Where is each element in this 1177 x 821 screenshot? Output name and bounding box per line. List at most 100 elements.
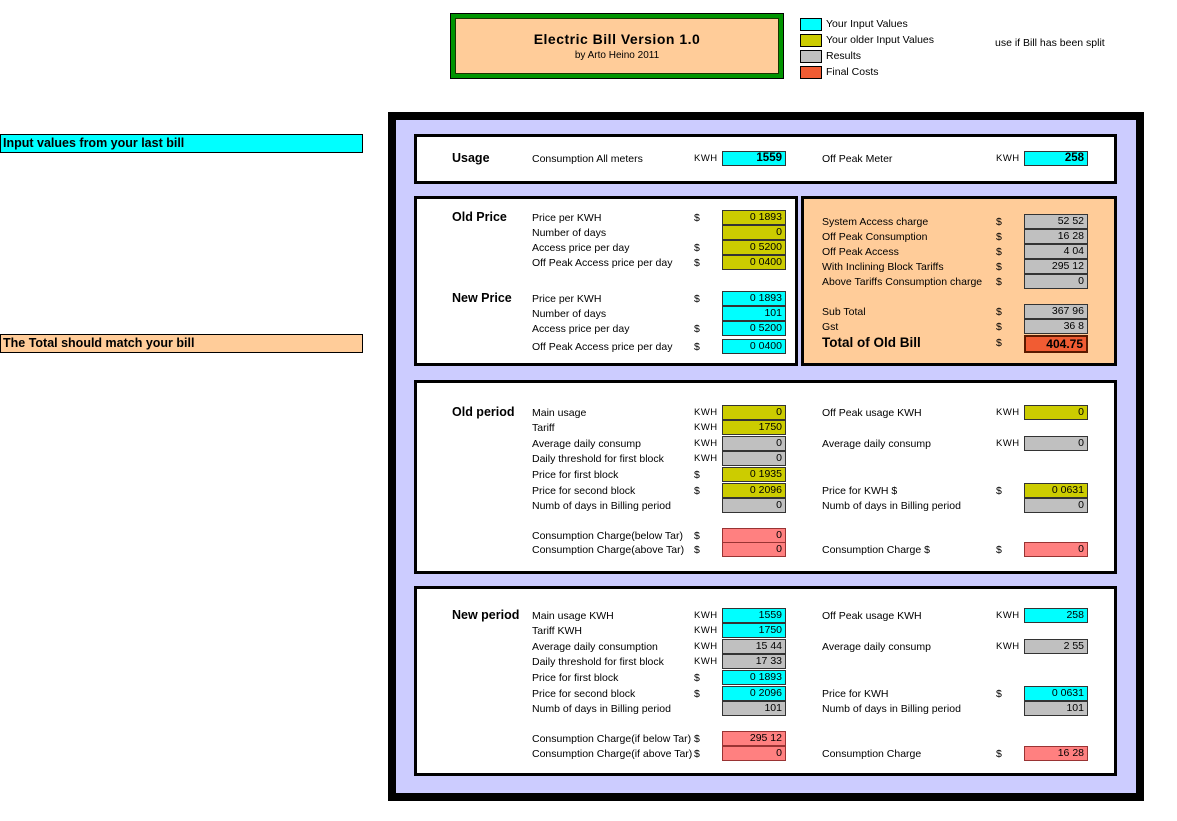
legend-item-input: Your Input Values xyxy=(800,16,934,32)
row-unit: KWH xyxy=(694,656,718,667)
new-access-price-cell[interactable]: 0 5200 xyxy=(722,321,786,336)
old-offpeak-access-price-cell[interactable]: 0 0400 xyxy=(722,255,786,270)
row-label: Number of days xyxy=(532,308,607,320)
old-price-header: Old Price xyxy=(452,210,507,224)
row-unit: $ xyxy=(694,341,700,353)
row-label: Numb of days in Billing period xyxy=(822,500,961,512)
total-old-bill-cell: 404.75 xyxy=(1024,335,1088,353)
off-peak-access-cell: 4 04 xyxy=(1024,244,1088,259)
row-unit: KWH xyxy=(996,641,1020,652)
input-values-hint: Input values from your last bill xyxy=(0,134,363,153)
row-label: With Inclining Block Tariffs xyxy=(822,261,944,273)
row-unit: KWH xyxy=(694,453,718,464)
row-label: Average daily consump xyxy=(532,438,641,450)
old-period-header: Old period xyxy=(452,405,515,419)
total-match-hint: The Total should match your bill xyxy=(0,334,363,353)
new-offpeak-avg-daily-cell: 2 55 xyxy=(1024,639,1088,654)
results-color-swatch xyxy=(800,49,822,63)
row-label: Price per KWH xyxy=(532,212,602,224)
input-color-swatch xyxy=(800,17,822,31)
legend-item-results: Results xyxy=(800,48,934,64)
row-label: Numb of days in Billing period xyxy=(532,500,671,512)
row-label: Main usage KWH xyxy=(532,610,614,622)
row-unit: $ xyxy=(996,216,1002,228)
row-unit: $ xyxy=(694,530,700,542)
old-tariff-cell[interactable]: 1750 xyxy=(722,420,786,435)
row-label: Gst xyxy=(822,321,839,333)
row-label: Price for KWH $ xyxy=(822,485,898,497)
new-offpeak-access-price-cell[interactable]: 0 0400 xyxy=(722,339,786,354)
new-offpeak-usage-cell[interactable]: 258 xyxy=(1024,608,1088,623)
row-unit: $ xyxy=(694,257,700,269)
new-daily-threshold-cell: 17 33 xyxy=(722,654,786,669)
legend-label: Results xyxy=(826,50,862,62)
row-unit: $ xyxy=(694,688,700,700)
off-peak-meter-cell[interactable]: 258 xyxy=(1024,151,1088,166)
old-price-row: Access price per day $ 0 5200 xyxy=(0,240,1177,256)
new-charge-below-tar-cell: 295 12 xyxy=(722,731,786,746)
old-price-second-block-cell[interactable]: 0 2096 xyxy=(722,483,786,498)
row-label: Price per KWH xyxy=(532,293,602,305)
row-label: Average daily consumption xyxy=(532,641,658,653)
old-price-row: Price per KWH $ 0 1893 xyxy=(0,210,1177,226)
sub-total-cell: 367 96 xyxy=(1024,304,1088,319)
row-label: Access price per day xyxy=(532,323,630,335)
row-label: Consumption Charge(if above Tar) xyxy=(532,748,693,760)
consumption-all-meters-cell[interactable]: 1559 xyxy=(722,151,786,166)
old-period-row: Daily threshold for first block KWH 0 xyxy=(0,451,1177,467)
new-period-row: Tariff KWH KWH 1750 xyxy=(0,623,1177,639)
usage-header: Usage xyxy=(452,151,490,165)
row-unit: $ xyxy=(694,733,700,745)
new-period-row: Price for second block $ 0 2096 Price fo… xyxy=(0,686,1177,702)
row-unit: KWH xyxy=(694,625,718,636)
old-bill-row: Above Tariffs Consumption charge $ 0 xyxy=(0,274,1177,290)
old-offpeak-usage-cell[interactable]: 0 xyxy=(1024,405,1088,420)
row-label: Average daily consump xyxy=(822,641,931,653)
row-label: Numb of days in Billing period xyxy=(532,703,671,715)
old-offpeak-price-cell[interactable]: 0 0631 xyxy=(1024,483,1088,498)
row-label: Off Peak Access xyxy=(822,246,899,258)
old-period-row: Average daily consump KWH 0 Average dail… xyxy=(0,436,1177,452)
row-unit: KWH xyxy=(694,438,718,449)
new-price-per-kwh-cell[interactable]: 0 1893 xyxy=(722,291,786,306)
old-price-per-kwh-cell[interactable]: 0 1893 xyxy=(722,210,786,225)
row-label: Main usage xyxy=(532,407,587,419)
row-unit: KWH xyxy=(996,438,1020,449)
title-box-inner: Electric Bill Version 1.0 by Arto Heino … xyxy=(455,18,779,74)
old-main-usage-cell[interactable]: 0 xyxy=(722,405,786,420)
row-label: Off Peak usage KWH xyxy=(822,407,922,419)
new-main-usage-cell[interactable]: 1559 xyxy=(722,608,786,623)
row-unit: $ xyxy=(996,246,1002,258)
new-offpeak-billing-days-cell: 101 xyxy=(1024,701,1088,716)
new-period-row: Main usage KWH KWH 1559 Off Peak usage K… xyxy=(0,608,1177,624)
row-label: Off Peak Access price per day xyxy=(532,341,673,353)
old-access-price-cell[interactable]: 0 5200 xyxy=(722,240,786,255)
row-label: Off Peak Access price per day xyxy=(532,257,673,269)
legend-label: Final Costs xyxy=(826,66,879,78)
new-price-row: Price per KWH $ 0 1893 xyxy=(0,291,1177,307)
new-price-second-block-cell[interactable]: 0 2096 xyxy=(722,686,786,701)
new-price-first-block-cell[interactable]: 0 1893 xyxy=(722,670,786,685)
inclining-block-tariffs-cell: 295 12 xyxy=(1024,259,1088,274)
row-label: Daily threshold for first block xyxy=(532,453,664,465)
new-period-charge-row: Consumption Charge(if above Tar) $ 0 Con… xyxy=(0,746,1177,762)
row-unit: $ xyxy=(996,306,1002,318)
row-label: Tariff xyxy=(532,422,555,434)
row-label: Above Tariffs Consumption charge xyxy=(822,276,983,288)
row-label: Consumption Charge(below Tar) xyxy=(532,530,683,542)
row-unit: KWH xyxy=(694,641,718,652)
row-label: Average daily consump xyxy=(822,438,931,450)
new-offpeak-price-cell[interactable]: 0 0631 xyxy=(1024,686,1088,701)
final-costs-color-swatch xyxy=(800,65,822,79)
legend: Your Input Values Your older Input Value… xyxy=(800,16,934,80)
row-label: Access price per day xyxy=(532,242,630,254)
new-tariff-cell[interactable]: 1750 xyxy=(722,623,786,638)
new-avg-daily-consumption-cell: 15 44 xyxy=(722,639,786,654)
old-price-first-block-cell[interactable]: 0 1935 xyxy=(722,467,786,482)
row-label: Consumption Charge(above Tar) xyxy=(532,544,685,556)
row-unit: $ xyxy=(694,672,700,684)
row-unit: $ xyxy=(996,231,1002,243)
new-number-of-days-cell[interactable]: 101 xyxy=(722,306,786,321)
old-bill-row: System Access charge $ 52 52 xyxy=(0,214,1177,230)
old-number-of-days-cell[interactable]: 0 xyxy=(722,225,786,240)
